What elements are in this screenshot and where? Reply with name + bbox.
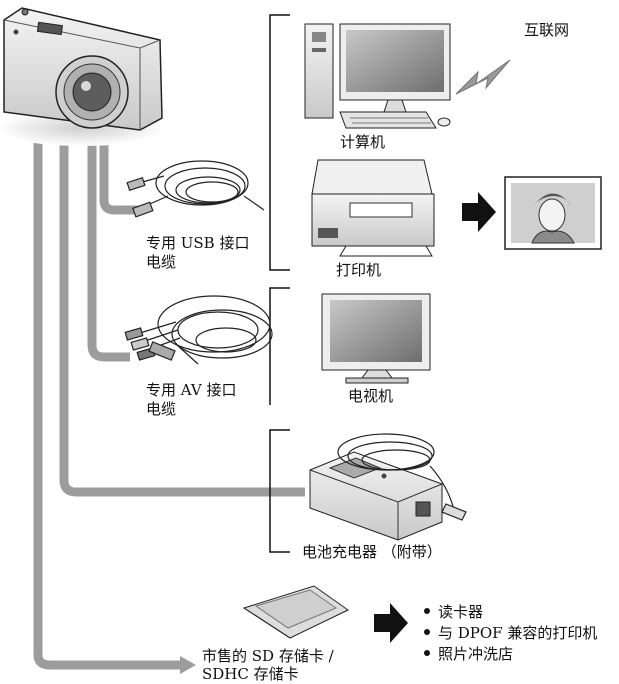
card-target-item: 读卡器 (424, 603, 483, 622)
sd-card-label-line2: SDHC 存储卡 (202, 665, 299, 683)
card-target-item: 照片冲洗店 (424, 645, 513, 664)
usb-cable-label-line2: 电缆 (146, 253, 177, 271)
av-connector-line (87, 135, 130, 362)
tv-illustration (321, 293, 431, 384)
charger-connector-line (59, 135, 305, 497)
print-output-arrow (462, 192, 496, 232)
connector-lines (33, 135, 305, 670)
card-target-item: 与 DPOF 兼容的打印机 (424, 624, 597, 643)
bullet-icon (424, 608, 430, 614)
internet-connection-icon (455, 59, 511, 95)
charger-illustration (309, 433, 467, 541)
usb-cable-illustration (126, 160, 265, 218)
bullet-icon (424, 629, 430, 635)
printer-illustration (311, 159, 435, 257)
sd-card-illustration (242, 585, 349, 639)
card-connector-line (33, 135, 180, 670)
card-connector-arrow (180, 656, 196, 674)
card-use-arrow (374, 603, 408, 643)
photo-print-illustration (504, 176, 602, 250)
internet-label: 互联网 (524, 21, 570, 39)
bracket-lines (269, 14, 290, 553)
av-cable-label-line2: 电缆 (146, 400, 177, 418)
usb-connector-line (99, 135, 144, 215)
card-target-text: 读卡器 (438, 603, 484, 621)
card-target-text: 照片冲洗店 (438, 645, 514, 663)
sd-card-label-line1: 市售的 SD 存储卡 / (202, 647, 334, 665)
bullet-icon (424, 650, 430, 656)
computer-illustration (304, 23, 451, 129)
card-target-text: 与 DPOF 兼容的打印机 (438, 624, 598, 642)
av-cable-label-line1: 专用 AV 接口 (146, 381, 237, 399)
camera-illustration (0, 7, 168, 146)
printer-label: 打印机 (336, 261, 382, 279)
usb-cable-label-line1: 专用 USB 接口 (146, 234, 250, 252)
charger-label: 电池充电器 （附带） (302, 543, 442, 561)
computer-label: 计算机 (340, 133, 386, 151)
tv-label: 电视机 (348, 387, 394, 405)
av-cable-illustration (124, 295, 273, 365)
